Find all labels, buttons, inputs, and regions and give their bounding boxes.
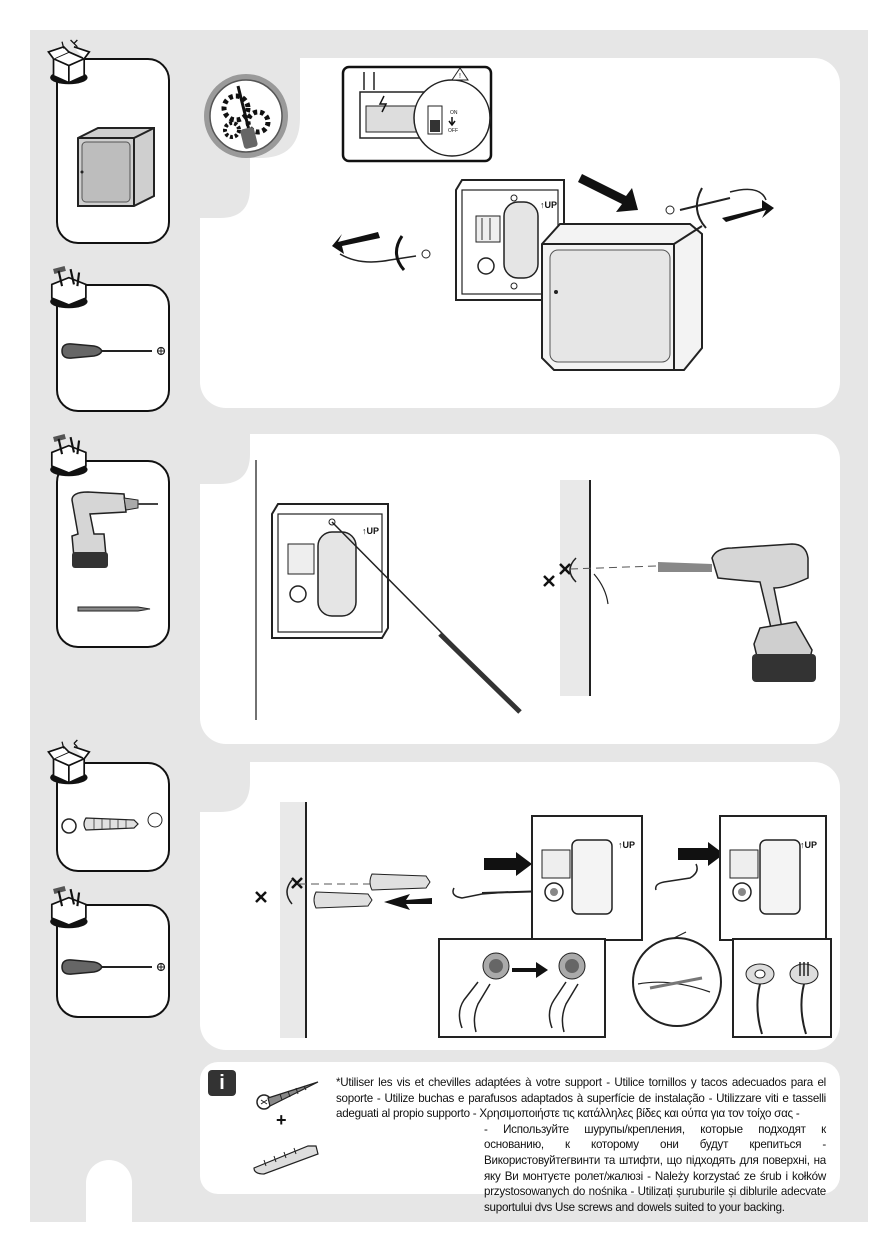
phillips-screwdriver-icon <box>61 343 166 359</box>
step3-detail-screw-tighten <box>438 938 606 1038</box>
plus-sign: + <box>276 1110 287 1130</box>
up-label: ↑UP <box>362 526 379 536</box>
step3-notch <box>200 762 250 812</box>
cover-box-icon <box>77 127 155 207</box>
toolbox-icon <box>50 885 88 929</box>
step3-plate-screw: ↑UP <box>452 815 643 941</box>
screw-icon <box>256 1081 319 1110</box>
page-tab <box>86 1160 132 1230</box>
pencil-icon <box>77 606 151 612</box>
notice-text-part2: - Используйте шурупы/крепления, которые … <box>484 1122 826 1214</box>
breaker-off-label: OFF <box>448 128 458 134</box>
step1-base-plate: ↑UP <box>455 179 565 301</box>
wall-plug-icon <box>61 812 163 834</box>
wall-plug-icon <box>253 1145 319 1175</box>
up-label: ↑UP <box>540 200 557 210</box>
step1-cover <box>541 223 703 371</box>
breaker-on-label: ON <box>450 110 458 116</box>
breaker-off-diagram: ! ON OFF <box>341 65 493 163</box>
toolbox-icon <box>50 433 88 477</box>
step2-notch <box>200 434 250 484</box>
step3-detail-wire-gland <box>732 938 832 1038</box>
info-badge: i <box>208 1070 236 1096</box>
phillips-screwdriver-icon <box>61 959 166 975</box>
info-panel <box>200 1062 840 1194</box>
cordless-drill-icon <box>71 491 158 568</box>
step3-detail-wire-strip <box>632 931 722 1027</box>
toolbox-icon <box>50 265 88 309</box>
gear-screwdriver-icon <box>204 74 288 158</box>
up-label: ↑UP <box>800 840 817 850</box>
step2-wall-mark: ↑UP <box>255 460 522 720</box>
open-box-icon <box>47 739 91 785</box>
open-box-icon <box>47 39 91 85</box>
dowel-screw-notice: *Utiliser les vis et chevilles adaptées … <box>336 1075 826 1215</box>
up-label: ↑UP <box>618 840 635 850</box>
step3-wall-dowels <box>255 802 432 1038</box>
step3-plate-wire: ↑UP <box>654 815 827 941</box>
step2-wall-drilling <box>543 480 816 696</box>
step1-arrows-screws <box>332 174 774 271</box>
svg-text:!: ! <box>459 73 461 80</box>
notice-text-part1: *Utiliser les vis et chevilles adaptées … <box>336 1076 826 1121</box>
